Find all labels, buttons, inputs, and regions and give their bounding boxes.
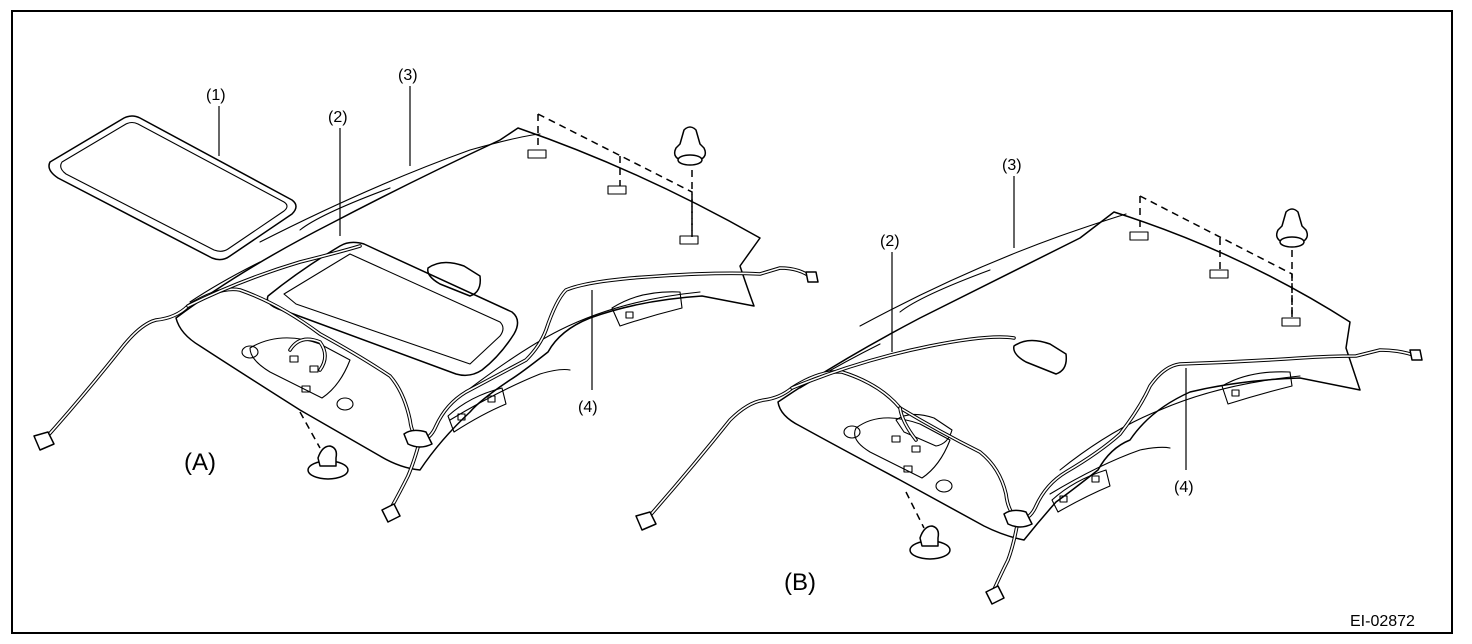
callout-a4: (4) xyxy=(578,399,598,416)
connector-icon xyxy=(381,503,401,523)
callout-b2: (2) xyxy=(880,233,900,250)
view-a: (1) (2) (3) (4) (A) xyxy=(33,67,819,523)
clip-icon xyxy=(909,525,951,560)
connector-icon xyxy=(635,511,657,531)
view-label-b: (B) xyxy=(784,569,816,596)
view-b: (2) (3) (4) (B) xyxy=(635,157,1423,605)
view-label-a: (A) xyxy=(184,449,216,476)
clip-icon xyxy=(673,126,707,166)
callout-b3: (3) xyxy=(1002,157,1022,174)
headliner-a xyxy=(175,113,761,480)
clip-icon xyxy=(307,445,349,480)
callout-a2: (2) xyxy=(328,109,348,126)
connector-icon xyxy=(1409,349,1423,361)
wire-harness-a xyxy=(33,244,819,523)
figure-code: EI-02872 xyxy=(1350,613,1415,630)
headliner-b xyxy=(777,195,1361,560)
callout-a3: (3) xyxy=(398,67,418,84)
figure-frame xyxy=(11,10,1453,634)
clip-icon xyxy=(1275,208,1309,248)
connector-icon xyxy=(805,271,819,283)
connector-icon xyxy=(403,429,433,448)
connector-icon xyxy=(985,585,1005,605)
sunroof-seal-icon xyxy=(48,115,297,261)
connector-icon xyxy=(1003,509,1033,528)
callout-a1: (1) xyxy=(206,87,226,104)
connector-icon xyxy=(33,431,55,451)
callout-b4: (4) xyxy=(1174,479,1194,496)
wire-harness-b xyxy=(635,335,1423,605)
